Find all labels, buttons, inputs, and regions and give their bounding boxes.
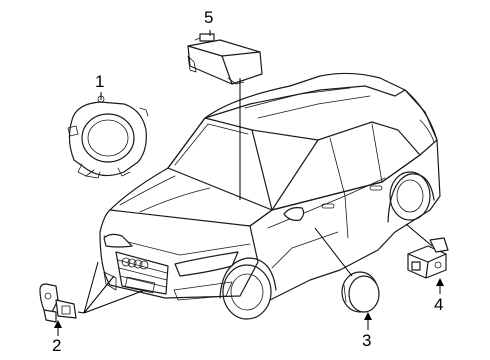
callout-1-label: 1 — [95, 72, 105, 91]
leader-lines — [77, 30, 433, 314]
side-impact-sensor-part — [407, 237, 449, 279]
callout-2-label: 2 — [52, 336, 62, 355]
clock-spring-part — [67, 95, 149, 179]
callout-5-label: 5 — [204, 8, 214, 27]
airbag-control-module-part — [187, 33, 263, 85]
car-illustration — [99, 72, 441, 320]
callout-4-label: 4 — [434, 295, 444, 314]
callout-3-label: 3 — [362, 331, 372, 350]
pressure-sensor-part — [341, 271, 380, 313]
logo-rings — [121, 257, 149, 270]
crash-sensor-part — [39, 283, 77, 323]
callout-arrows — [54, 278, 444, 336]
